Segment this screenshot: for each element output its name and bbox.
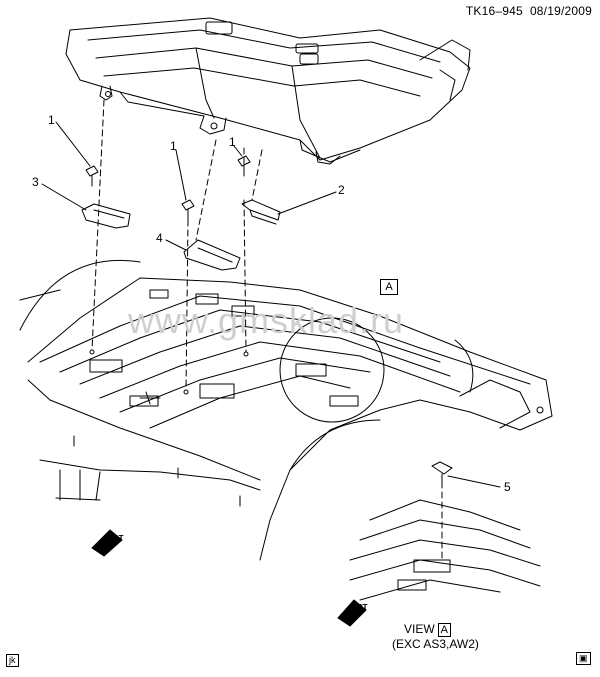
view-a-reference-box: A <box>380 279 398 295</box>
callout-1c: 1 <box>229 135 236 149</box>
floor-pan <box>19 259 553 561</box>
figure-date: 08/19/2009 <box>529 4 592 18</box>
view-a-inset <box>349 461 541 601</box>
callout-2: 2 <box>338 183 345 197</box>
view-caption-note: (EXC AS3,AW2) <box>392 637 479 651</box>
alignment-leaders <box>91 99 443 561</box>
bolt-1b <box>181 199 195 221</box>
forward-arrow-main <box>91 529 123 557</box>
bolt-1c <box>237 155 251 177</box>
callout-3: 3 <box>32 175 39 189</box>
callout-4: 4 <box>156 231 163 245</box>
corner-mark-left: jk <box>6 654 19 667</box>
forward-arrow-inset <box>337 599 367 627</box>
forward-label-main: FRT <box>108 534 124 543</box>
forward-label-inset: FRT <box>352 603 368 612</box>
bracket-4 <box>183 239 241 271</box>
corner-mark-right: ▣ <box>576 652 591 665</box>
figure-header: TK16–945 08/19/2009 <box>466 4 592 18</box>
bracket-3 <box>81 203 131 229</box>
callout-1b: 1 <box>170 139 177 153</box>
watermark-text: www.gmsklad.ru <box>128 300 405 341</box>
bolt-1a <box>85 165 99 187</box>
view-caption-ref: A <box>437 623 452 637</box>
rear-seat-assembly <box>65 17 471 165</box>
callout-leaders <box>41 121 501 488</box>
figure-code: TK16–945 <box>465 4 523 18</box>
bracket-2 <box>241 199 281 225</box>
view-caption-prefix: VIEW <box>404 622 435 636</box>
callout-5: 5 <box>504 480 511 494</box>
callout-1a: 1 <box>48 113 55 127</box>
view-a-detail-circle <box>279 317 385 423</box>
